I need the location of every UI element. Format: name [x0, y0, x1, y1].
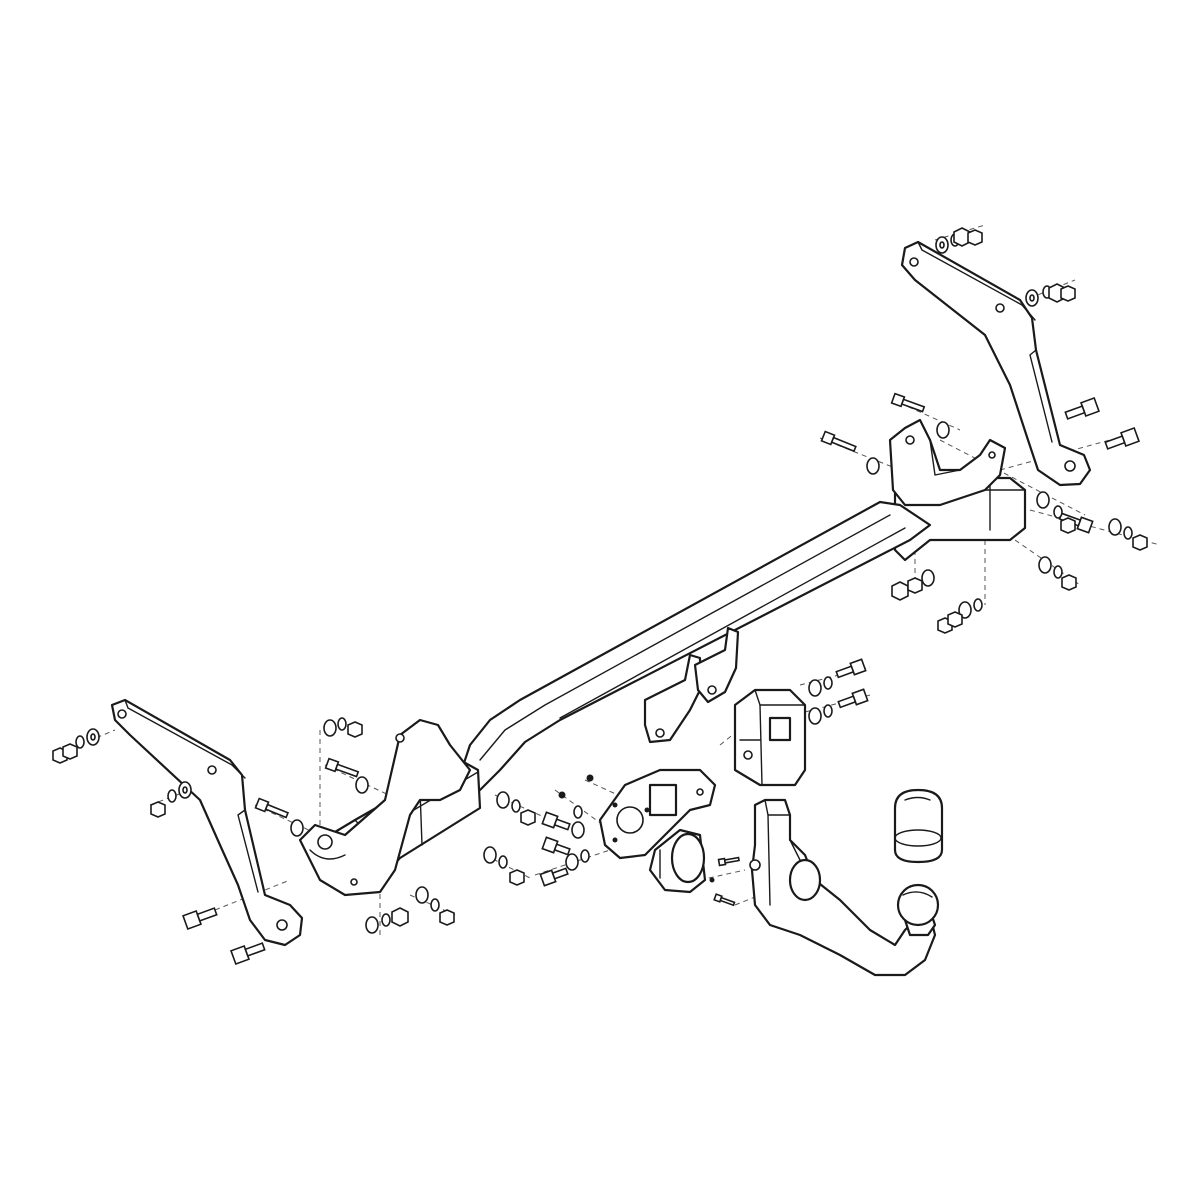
bolt [837, 688, 869, 709]
bolt [324, 757, 360, 778]
bolt [254, 797, 290, 819]
tow-ball [896, 883, 940, 937]
nuts [52, 227, 1148, 927]
electrical-socket-plate [598, 768, 717, 860]
bolt [1104, 427, 1140, 450]
bolt [541, 811, 571, 831]
bolt [539, 867, 569, 887]
bolts [182, 392, 1140, 965]
right-end-plate [888, 418, 1007, 507]
receiver-socket [733, 688, 807, 787]
electrical-socket [648, 828, 715, 894]
bolt [820, 430, 857, 453]
center-mount-tabs [643, 626, 740, 744]
bolt [717, 856, 740, 867]
bolt [541, 836, 571, 856]
bolt [835, 658, 867, 679]
left-end-plate [298, 718, 472, 897]
left-side-bracket [110, 698, 304, 947]
bolt [230, 942, 266, 965]
bolt [890, 392, 926, 413]
ball-cover-cap [893, 788, 944, 864]
washers [75, 233, 1133, 934]
right-side-bracket [900, 240, 1092, 487]
bolt [713, 893, 736, 907]
bolt [182, 907, 218, 930]
bolt [1064, 397, 1100, 420]
